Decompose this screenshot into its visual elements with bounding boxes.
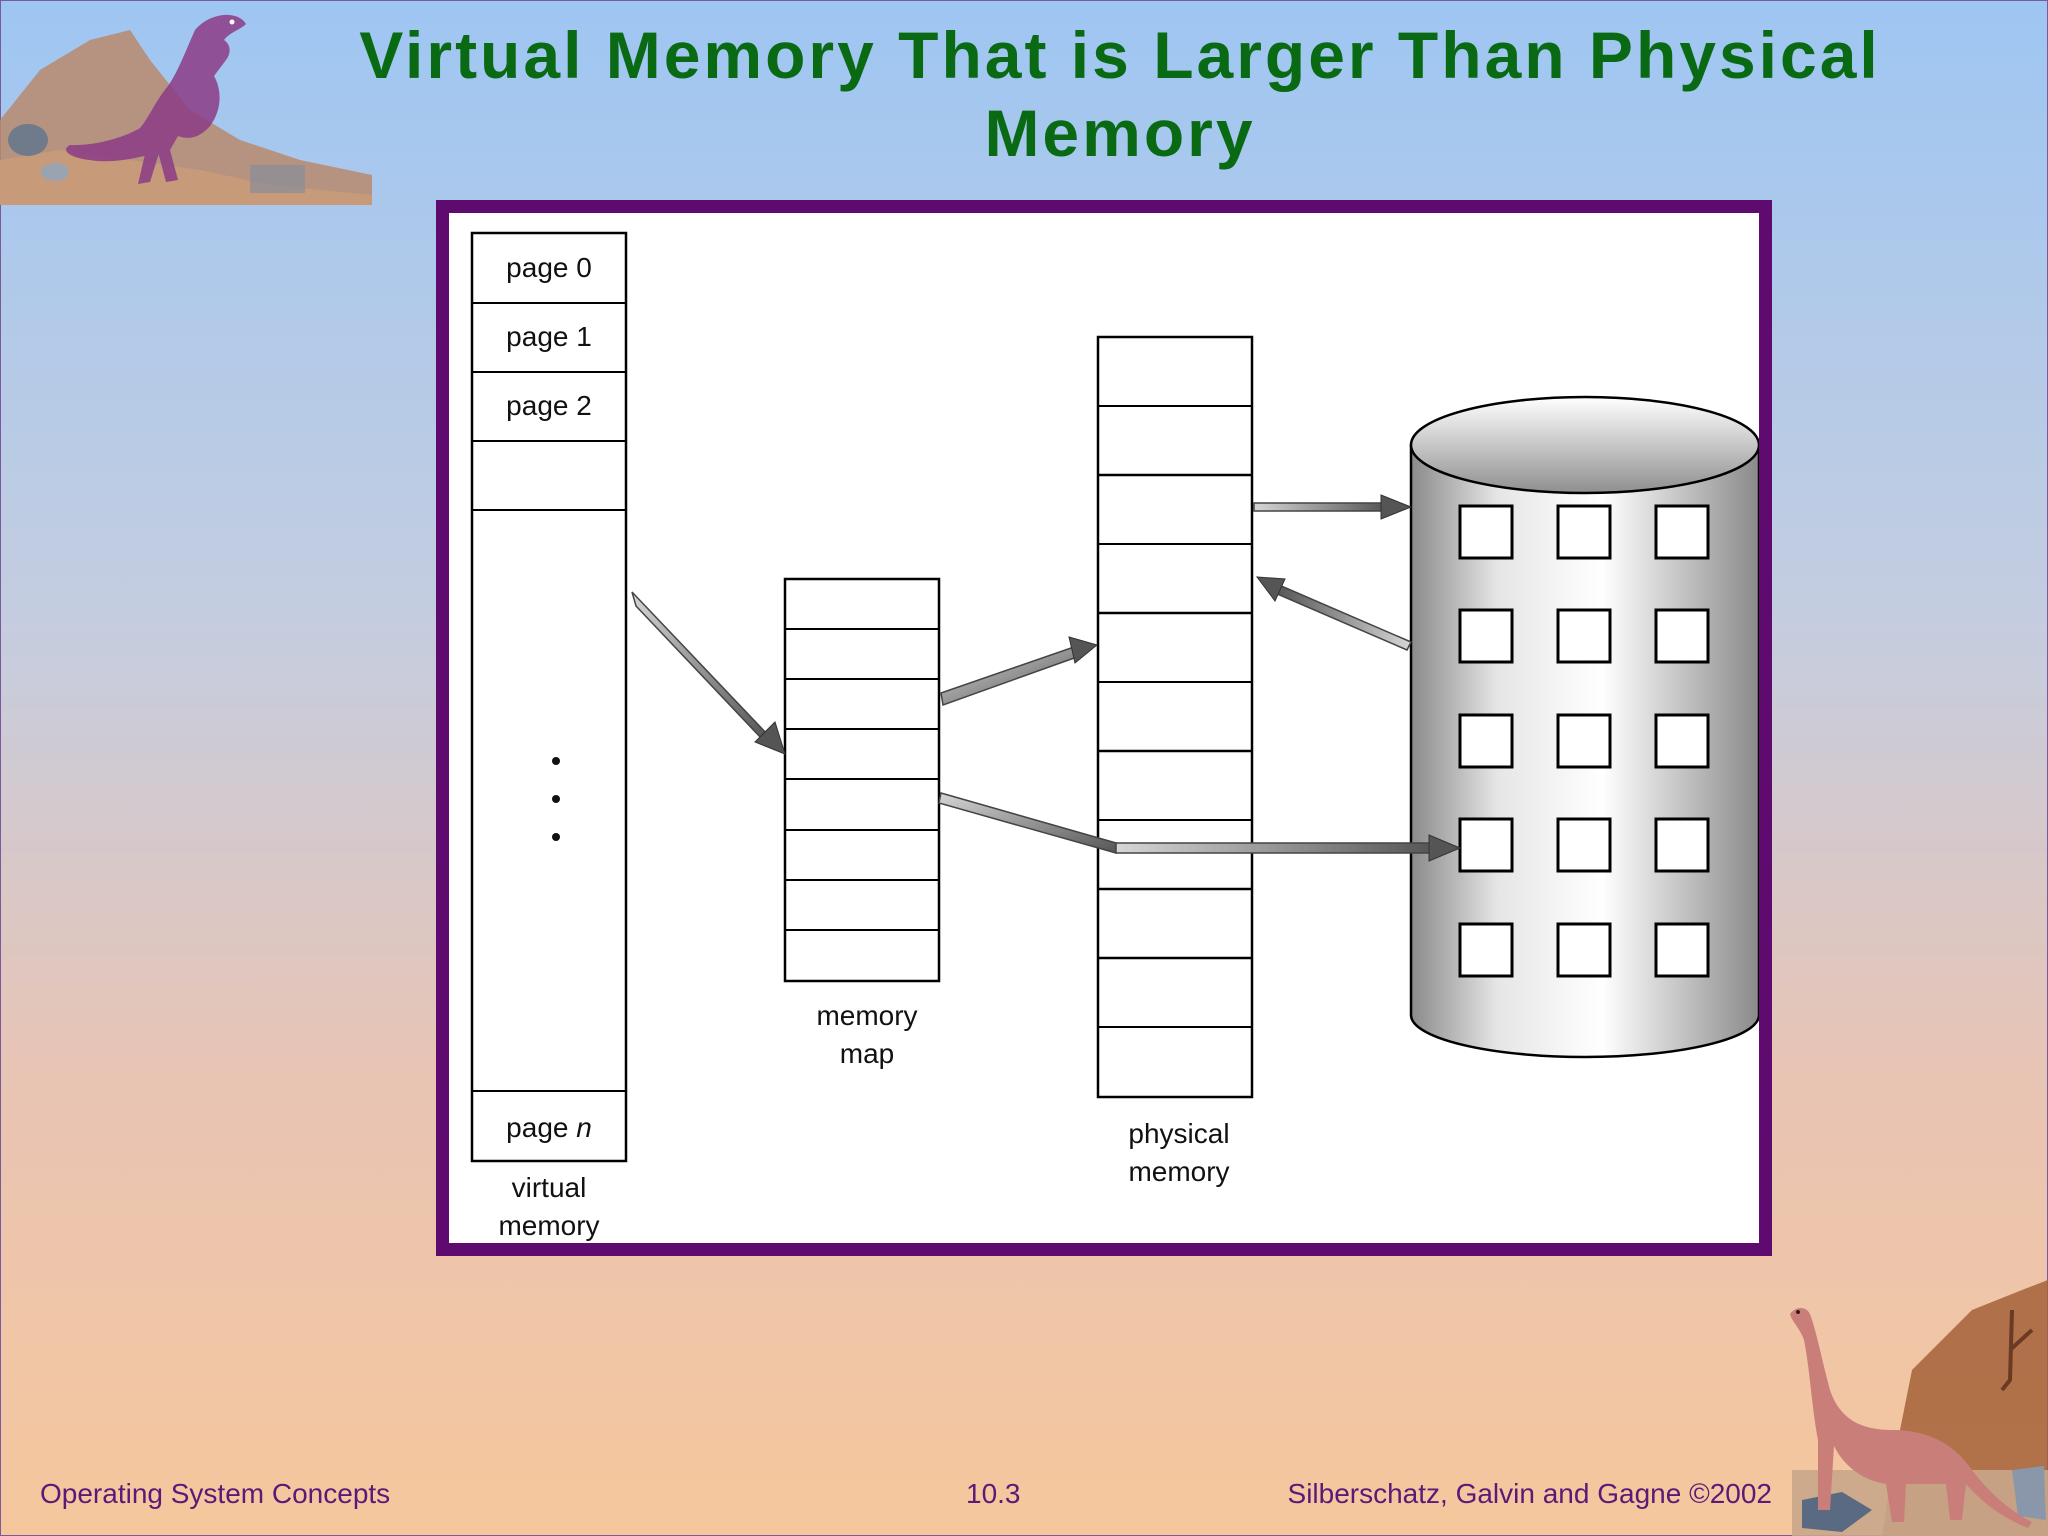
page-0-label: page 0 — [506, 252, 592, 283]
physical-memory-column: physical memory — [1096, 335, 1254, 1187]
memory-map-label-line1: memory — [816, 1000, 917, 1031]
brontosaurus-icon — [1790, 1280, 2048, 1536]
physical-memory-label-line1: physical — [1128, 1118, 1229, 1149]
virtual-memory-label-line2: memory — [498, 1210, 599, 1241]
t-rex-icon — [0, 14, 372, 205]
arrow-map-to-disk — [938, 792, 1462, 862]
arrow-physical-to-disk — [1253, 494, 1413, 520]
page-2-label: page 2 — [506, 390, 592, 421]
memory-map-column: memory map — [783, 577, 941, 1069]
arrow-map-to-physical — [940, 636, 1099, 707]
virtual-memory-column: page 0 page 1 page 2 page n virtual memo… — [470, 231, 628, 1241]
footer-copyright: Silberschatz, Galvin and Gagne ©2002 — [1287, 1478, 1772, 1509]
page-n-variable: n — [576, 1112, 592, 1143]
arrow-virtual-to-map — [631, 591, 786, 755]
physical-memory-label-line2: memory — [1128, 1156, 1229, 1187]
disk-blocks — [1458, 504, 1710, 978]
ellipsis-dots — [552, 757, 560, 841]
slide-title: Virtual Memory That is Larger Than Physi… — [359, 18, 1881, 170]
footer-page-number: 10.3 — [966, 1478, 1021, 1509]
diagram-frame: page 0 page 1 page 2 page n virtual memo… — [436, 200, 1772, 1256]
virtual-memory-label-line1: virtual — [512, 1172, 587, 1203]
page-n-prefix: page — [506, 1112, 576, 1143]
footer-book-title: Operating System Concepts — [40, 1478, 391, 1509]
page-1-label: page 1 — [506, 321, 592, 352]
arrow-disk-to-physical — [1255, 576, 1413, 651]
virtual-memory-diagram: page 0 page 1 page 2 page n virtual memo… — [470, 231, 1759, 1241]
page-n-label: page n — [506, 1112, 592, 1143]
disk-cylinder — [1409, 395, 1759, 1059]
memory-map-label-line2: map — [840, 1038, 894, 1069]
